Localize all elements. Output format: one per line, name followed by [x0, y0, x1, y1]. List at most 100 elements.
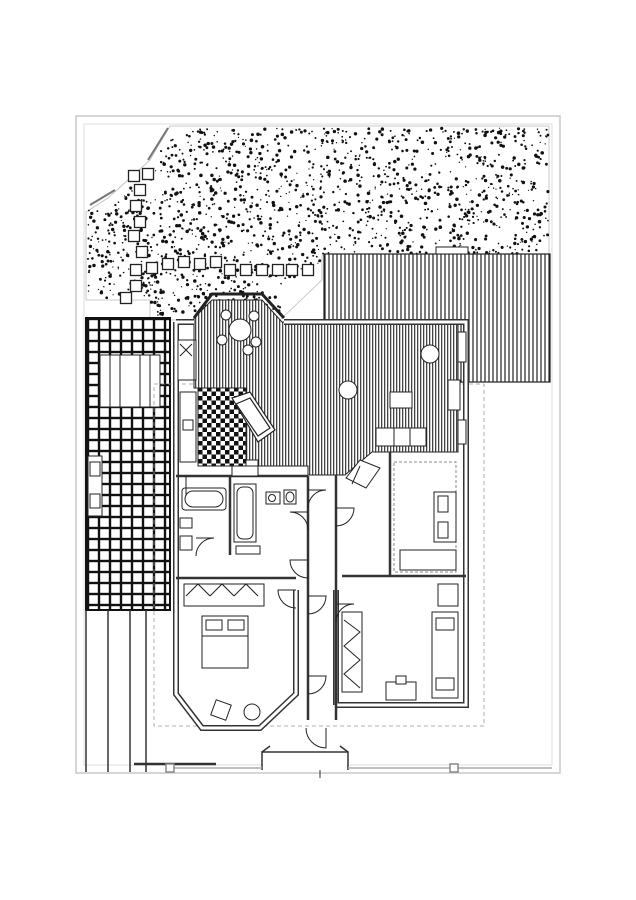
gravel-dot	[459, 234, 463, 237]
gravel-dot	[497, 242, 500, 245]
gravel-dot	[237, 175, 241, 179]
gravel-dot	[474, 146, 478, 150]
gravel-dot	[107, 229, 110, 232]
gravel-dot	[266, 253, 269, 256]
gravel-dot	[223, 142, 227, 145]
gravel-dot	[329, 243, 332, 246]
gravel-dot	[490, 164, 494, 168]
gravel-dot	[386, 242, 390, 247]
gravel-dot	[493, 203, 496, 207]
gravel-dot	[464, 142, 467, 145]
gravel-dot	[522, 227, 525, 230]
gravel-dot	[329, 236, 332, 239]
gravel-dot	[503, 135, 507, 139]
gravel-dot	[100, 290, 103, 293]
gravel-dot	[466, 154, 471, 159]
gravel-dot	[525, 225, 530, 229]
gravel-dot	[277, 149, 282, 153]
gravel-dot	[285, 192, 288, 195]
gravel-dot	[434, 242, 437, 245]
gravel-dot	[472, 221, 475, 225]
gravel-dot	[333, 157, 337, 161]
gravel-dot	[110, 212, 113, 215]
gravel-dot	[228, 150, 231, 153]
gravel-dot	[103, 279, 107, 282]
gravel-dot	[356, 220, 360, 224]
gravel-dot	[448, 140, 452, 144]
gravel-dot	[372, 146, 376, 150]
gravel-dot	[254, 176, 257, 179]
gravel-dot	[258, 176, 262, 180]
gravel-dot	[193, 294, 197, 298]
gravel-dot	[360, 146, 364, 151]
gravel-dot	[235, 275, 238, 278]
gravel-dot	[307, 214, 311, 218]
gravel-dot	[234, 188, 237, 191]
gravel-dot	[323, 227, 327, 232]
gravel-dot	[401, 196, 405, 199]
gravel-dot	[275, 189, 279, 193]
gravel-dot	[292, 245, 295, 247]
gravel-dot	[260, 243, 263, 247]
gravel-dot	[322, 168, 326, 171]
gravel-dot	[350, 150, 352, 153]
gravel-dot	[179, 252, 182, 256]
gravel-dot	[139, 227, 143, 231]
gravel-dot	[405, 226, 408, 229]
gravel-dot	[359, 231, 362, 234]
gravel-dot	[388, 161, 391, 165]
gravel-dot	[203, 148, 205, 151]
gravel-dot	[407, 221, 410, 224]
gravel-dot	[187, 172, 191, 176]
gravel-dot	[143, 239, 148, 243]
gravel-dot	[120, 256, 122, 259]
gravel-dot	[191, 203, 196, 207]
gravel-dot	[317, 215, 320, 218]
gravel-dot	[446, 137, 450, 140]
gravel-dot	[373, 162, 376, 165]
gravel-dot	[281, 234, 285, 237]
gravel-dot	[391, 148, 393, 151]
gravel-dot	[494, 136, 498, 140]
gravel-dot	[275, 161, 278, 164]
gravel-dot	[231, 155, 234, 157]
gravel-dot	[485, 251, 489, 255]
gravel-dot	[252, 234, 256, 237]
gravel-dot	[358, 179, 361, 182]
gravel-dot	[400, 195, 403, 197]
gravel-dot	[235, 259, 239, 263]
gravel-dot	[509, 177, 511, 179]
gravel-dot	[159, 225, 162, 227]
gravel-dot	[295, 205, 299, 209]
gravel-dot	[202, 226, 206, 229]
gravel-dot	[405, 166, 409, 170]
gravel-dot	[403, 235, 407, 239]
gravel-dot	[458, 245, 460, 247]
gravel-dot	[464, 183, 468, 187]
gravel-dot	[334, 233, 336, 236]
gravel-dot	[388, 183, 392, 186]
gravel-dot	[321, 222, 323, 225]
gravel-dot	[204, 295, 208, 300]
gravel-dot	[210, 142, 214, 145]
gravel-dot	[275, 134, 279, 138]
gravel-dot	[89, 265, 92, 268]
gravel-dot	[491, 129, 495, 133]
gravel-dot	[247, 242, 250, 244]
gravel-dot	[331, 128, 333, 130]
gravel-dot	[372, 175, 375, 178]
gravel-dot	[339, 188, 341, 191]
gravel-dot	[268, 195, 270, 197]
gravel-dot	[251, 281, 254, 283]
gravel-dot	[401, 249, 405, 252]
gravel-dot	[109, 222, 112, 225]
gravel-dot	[211, 203, 214, 206]
gravel-dot	[178, 248, 182, 252]
gravel-dot	[280, 246, 285, 251]
gravel-dot	[297, 224, 301, 228]
gravel-dot	[183, 160, 186, 164]
gravel-dot	[255, 148, 258, 150]
gravel-dot	[232, 221, 236, 225]
gravel-dot	[128, 226, 132, 230]
gravel-dot	[183, 187, 185, 190]
